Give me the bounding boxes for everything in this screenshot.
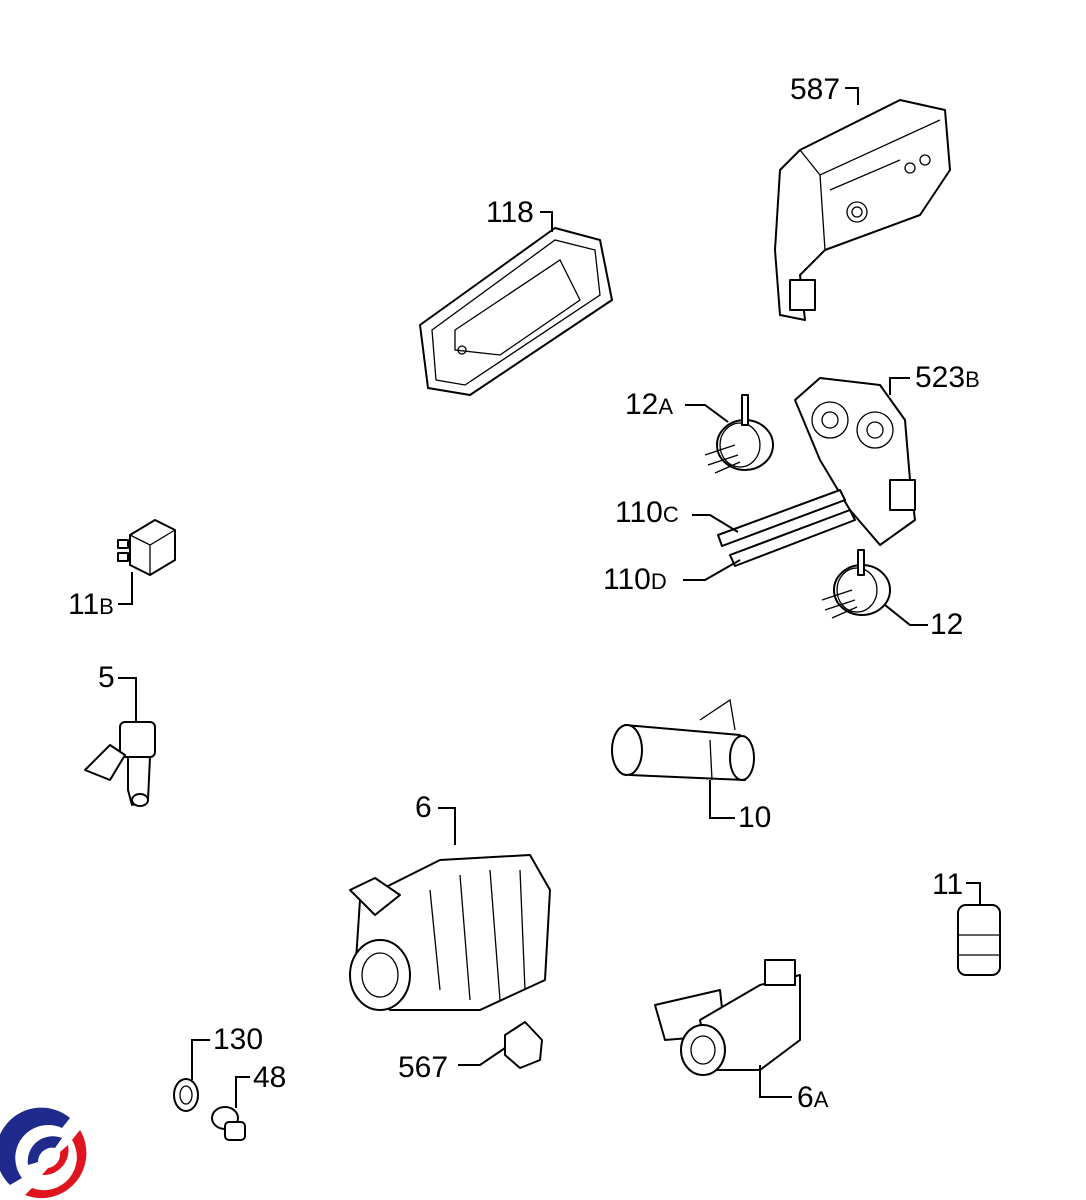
label-number: 10 (738, 801, 772, 834)
part-587-control-module[interactable] (774, 87, 951, 321)
part-567-connector[interactable] (458, 1021, 543, 1069)
part-11-capacitor[interactable] (957, 882, 1001, 976)
label-number: 6 (797, 1081, 814, 1114)
company-logo (0, 1107, 87, 1199)
label-567: 567 (398, 1053, 448, 1083)
label-number: 6 (415, 791, 432, 824)
label-number: 12 (930, 608, 964, 641)
label-number: 12 (625, 388, 659, 421)
label-10: 10 (738, 803, 771, 833)
label-number: 48 (253, 1061, 287, 1094)
part-6A-drain-pump[interactable] (654, 959, 801, 1098)
label-5: 5 (98, 663, 115, 693)
label-number: 587 (790, 73, 841, 106)
part-12-pressure-switch[interactable] (821, 549, 928, 626)
label-130: 130 (213, 1025, 263, 1055)
label-number: 567 (398, 1051, 449, 1084)
part-5-inlet-valve[interactable] (84, 677, 156, 807)
label-suffix: A (813, 1087, 829, 1112)
label-587: 587 (790, 75, 840, 105)
label-110C: 110C (615, 498, 679, 528)
label-suffix: D (650, 569, 667, 594)
label-number: 110 (615, 496, 663, 529)
part-48-plug[interactable] (211, 1076, 250, 1141)
part-10-heater[interactable] (611, 698, 755, 819)
part-11B-relay[interactable] (117, 519, 176, 605)
label-12: 12 (930, 610, 963, 640)
label-suffix: B (99, 594, 114, 619)
label-11: 11 (932, 870, 963, 900)
part-118-panel-module[interactable] (419, 211, 613, 396)
label-number: 11 (68, 588, 100, 621)
label-number: 110 (603, 563, 651, 596)
part-12A-pressure-switch[interactable] (685, 394, 774, 474)
label-11B: 11B (68, 590, 114, 620)
label-6: 6 (415, 793, 432, 823)
label-110D: 110D (603, 565, 667, 595)
label-12A: 12A (625, 390, 673, 420)
label-number: 11 (932, 868, 964, 901)
part-6-pump-motor[interactable] (349, 807, 551, 1011)
label-523B: 523B (915, 363, 980, 393)
part-110-hoses[interactable] (683, 489, 856, 581)
label-number: 5 (98, 661, 115, 694)
label-6A: 6A (797, 1083, 828, 1113)
label-suffix: B (965, 367, 980, 392)
label-48: 48 (253, 1063, 286, 1093)
label-number: 130 (213, 1023, 264, 1056)
part-130-seal[interactable] (173, 1039, 210, 1112)
label-number: 118 (486, 196, 534, 229)
label-118: 118 (486, 198, 534, 228)
part-523B-bracket[interactable] (794, 377, 916, 546)
label-suffix: C (662, 502, 679, 527)
label-suffix: A (658, 394, 674, 419)
label-number: 523 (915, 361, 966, 394)
